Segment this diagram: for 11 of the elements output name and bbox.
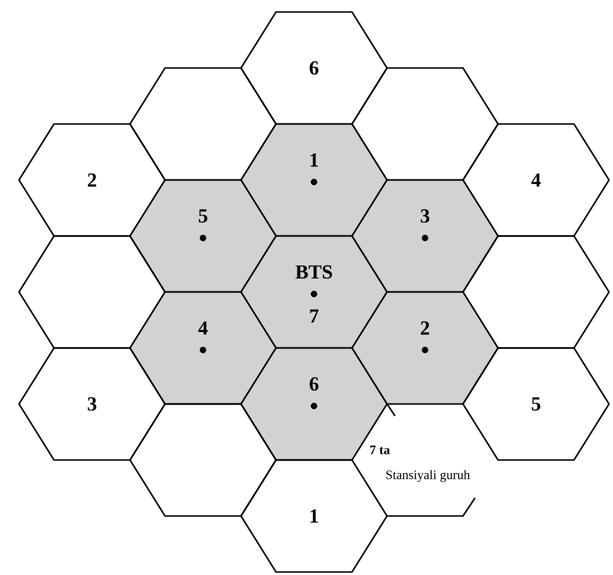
cell-hexagon: 5 xyxy=(462,347,610,461)
group-label: Stansiyali guruh xyxy=(386,470,470,482)
cell-hexagon: 2 xyxy=(351,291,499,405)
cell-hexagon: 3 xyxy=(351,179,499,293)
cell-hexagon: 1 xyxy=(240,123,388,237)
cell-hexagon: 5 xyxy=(129,179,277,293)
cell-hexagon: 4 xyxy=(129,291,277,405)
cell-hexagon: BTS 7 xyxy=(240,235,388,349)
cell-hexagon xyxy=(129,403,277,517)
cell-hexagon: 3 xyxy=(18,347,166,461)
group-label: 7 ta xyxy=(370,446,390,454)
